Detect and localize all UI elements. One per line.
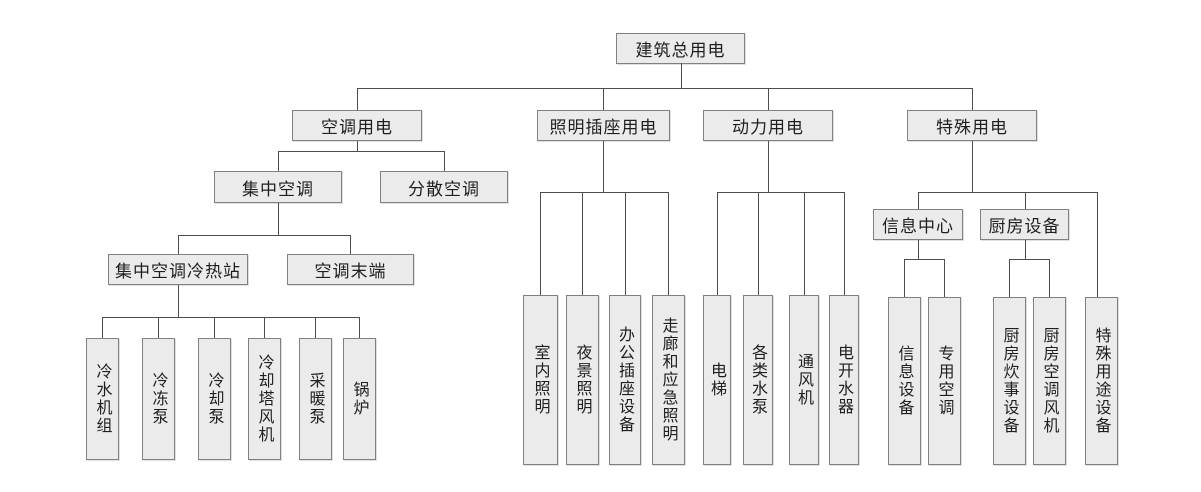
connector-line-vertical (540, 192, 541, 295)
node-ac-terminal: 空调末端 (287, 254, 414, 285)
connector-line-horizontal (102, 317, 360, 318)
node-office-socket-equipment: 办公插座设备 (609, 295, 641, 465)
node-water-pumps: 各类水泵 (743, 295, 773, 465)
node-elevator: 电梯 (703, 295, 731, 465)
node-chilled-water-pump: 冷冻泵 (142, 338, 175, 460)
node-building-total-electricity: 建筑总用电 (616, 33, 745, 64)
connector-line-vertical (625, 192, 626, 295)
connector-line-vertical (278, 151, 279, 171)
connector-line-vertical (264, 317, 265, 338)
node-cooling-water-pump: 冷却泵 (198, 338, 231, 460)
connector-line-vertical (1025, 240, 1026, 259)
connector-line-vertical (1097, 192, 1098, 297)
connector-line-horizontal (357, 88, 973, 89)
connector-line-vertical (918, 240, 919, 259)
node-lighting-socket-electricity: 照明插座用电 (537, 110, 670, 141)
connector-line-vertical (603, 141, 604, 192)
connector-line-vertical (904, 259, 905, 297)
node-chiller-unit: 冷水机组 (86, 338, 119, 460)
node-central-ac-plant: 集中空调冷热站 (108, 254, 248, 285)
connector-line-vertical (668, 192, 669, 295)
node-cooling-tower-fan: 冷却塔风机 (248, 338, 281, 460)
node-ventilation-fan: 通风机 (789, 295, 819, 465)
connector-line-horizontal (278, 151, 445, 152)
connector-line-vertical (214, 317, 215, 338)
node-info-center: 信息中心 (873, 209, 963, 240)
connector-line-vertical (1025, 192, 1026, 209)
node-kitchen-equipment: 厨房设备 (980, 209, 1069, 240)
connector-line-vertical (158, 317, 159, 338)
connector-line-horizontal (904, 259, 945, 260)
connector-line-vertical (972, 141, 973, 192)
connector-line-vertical (768, 141, 769, 192)
node-boiler: 锅炉 (343, 338, 376, 460)
connector-line-horizontal (717, 192, 845, 193)
connector-line-vertical (758, 192, 759, 295)
node-distributed-ac: 分散空调 (380, 171, 508, 203)
connector-line-horizontal (1009, 259, 1050, 260)
connector-line-vertical (768, 88, 769, 110)
connector-line-vertical (1049, 259, 1050, 297)
connector-line-vertical (178, 285, 179, 317)
connector-line-horizontal (178, 235, 351, 236)
connector-line-vertical (357, 141, 358, 151)
connector-line-vertical (804, 192, 805, 295)
connector-line-vertical (681, 63, 682, 88)
node-electric-water-heater: 电开水器 (829, 295, 859, 465)
connector-line-vertical (178, 235, 179, 254)
node-special-electricity: 特殊用电 (907, 110, 1037, 141)
connector-line-vertical (844, 192, 845, 295)
node-nightscape-lighting: 夜景照明 (566, 295, 599, 465)
node-central-ac: 集中空调 (214, 171, 342, 203)
connector-line-vertical (359, 317, 360, 338)
connector-line-vertical (102, 317, 103, 338)
connector-line-vertical (278, 203, 279, 235)
connector-line-vertical (315, 317, 316, 338)
node-power-electricity: 动力用电 (703, 110, 833, 141)
connector-line-vertical (444, 151, 445, 171)
connector-line-vertical (603, 88, 604, 110)
node-info-equipment: 信息设备 (888, 297, 921, 465)
connector-line-vertical (582, 192, 583, 295)
node-dedicated-ac: 专用空调 (928, 297, 961, 465)
connector-line-horizontal (540, 192, 669, 193)
node-special-purpose-equipment: 特殊用途设备 (1085, 297, 1118, 465)
connector-line-vertical (717, 192, 718, 295)
node-heating-pump: 采暖泵 (299, 338, 332, 460)
node-hvac-electricity: 空调用电 (292, 110, 422, 141)
connector-line-vertical (918, 192, 919, 209)
connector-line-vertical (350, 235, 351, 254)
node-kitchen-cooking-equipment: 厨房炊事设备 (993, 297, 1026, 465)
connector-line-vertical (972, 88, 973, 110)
connector-line-horizontal (918, 192, 1098, 193)
node-corridor-emergency-lighting: 走廊和应急照明 (652, 295, 685, 465)
connector-line-vertical (357, 88, 358, 110)
node-kitchen-ac-fan: 厨房空调风机 (1033, 297, 1066, 465)
connector-line-vertical (944, 259, 945, 297)
connector-line-vertical (1009, 259, 1010, 297)
node-indoor-lighting: 室内照明 (523, 295, 558, 465)
